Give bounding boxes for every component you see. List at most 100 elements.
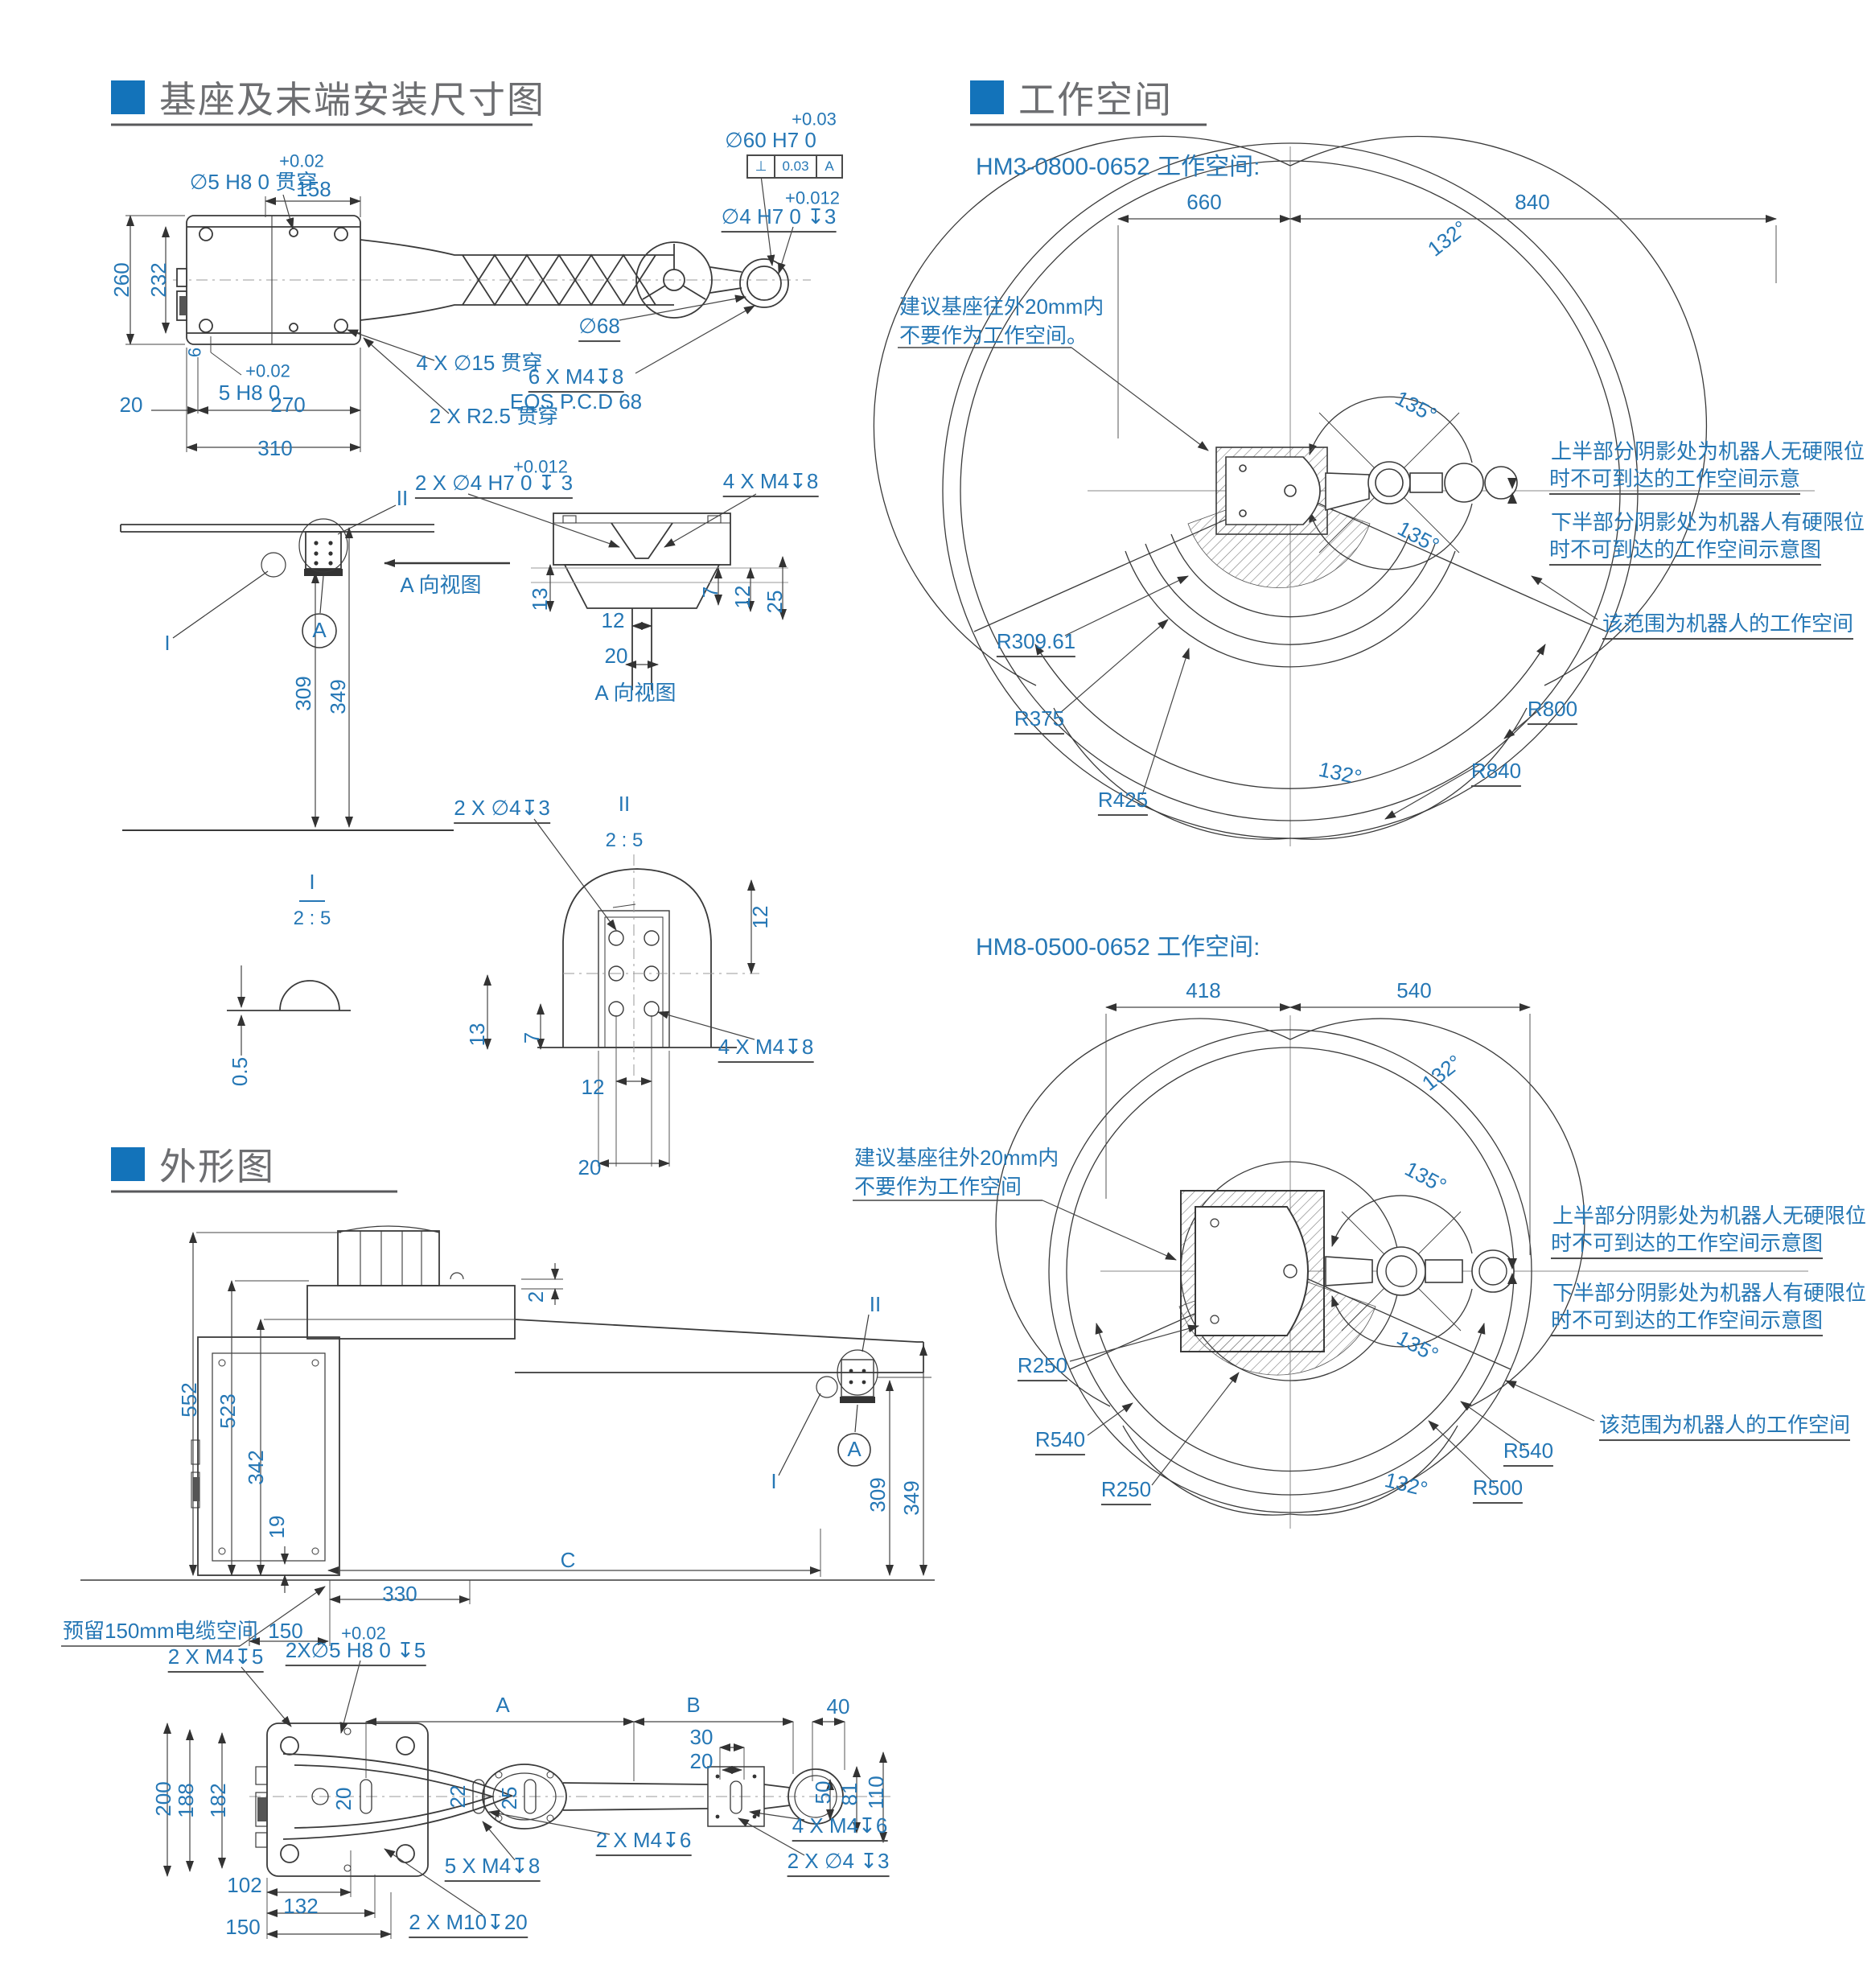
dim-label: 2	[524, 1290, 549, 1303]
dim-label: 2 X M4↧6	[595, 1828, 692, 1856]
dim-label: 4 X M4↧8	[718, 1035, 814, 1063]
dim-label: I	[164, 631, 171, 656]
dim-label: 上半部分阴影处为机器人无硬限位	[1551, 439, 1865, 464]
dim-label: 5 X M4↧8	[444, 1854, 541, 1882]
dim-label: 25	[763, 590, 788, 614]
dim-label: B	[686, 1693, 701, 1718]
dim-label: 不要作为工作空间	[854, 1175, 1022, 1200]
dim-label: A 向视图	[594, 681, 676, 706]
dim-label: 2 X M10↧20	[409, 1910, 528, 1938]
dim-label: 20	[689, 1749, 713, 1774]
dim-label: 20	[578, 1155, 602, 1180]
dim-label: 12	[601, 608, 625, 633]
dim-label: 158	[296, 177, 331, 202]
dim-label: 840	[1515, 190, 1550, 215]
dim-label: 552	[177, 1382, 202, 1418]
dim-label: 20	[604, 644, 628, 669]
side-view-drawing	[120, 504, 788, 831]
dim-label: R540	[1503, 1439, 1554, 1467]
dim-label: 13	[528, 587, 553, 611]
dim-label: 30	[689, 1725, 713, 1750]
dim-label: ∅4 H7 0 ↧3	[721, 204, 837, 233]
dim-label: 110	[864, 1776, 889, 1809]
dim-label: 2 : 5	[605, 829, 644, 852]
dim-label: 该范围为机器人的工作空间	[1599, 1413, 1851, 1441]
dim-label: 660	[1186, 190, 1222, 215]
dim-label: 2 X R2.5 贯穿	[429, 404, 559, 429]
gdt-tolerance: 0.03	[775, 156, 817, 177]
dim-label: 6	[184, 347, 205, 358]
dim-label: 预留150mm电缆空间	[63, 1619, 258, 1644]
dim-label: A 向视图	[400, 573, 482, 598]
dim-label: 13	[465, 1023, 490, 1047]
dim-label: +0.012	[513, 456, 568, 477]
dim-label: 2 X ∅4 H7 0 ↧ 3	[414, 471, 574, 499]
dim-label: 建议基座往外20mm内	[899, 294, 1104, 319]
dim-label: II	[869, 1292, 882, 1317]
dim-label: 310	[257, 436, 293, 461]
gdt-frame: ⊥ 0.03 A	[746, 154, 843, 179]
dim-label: 25	[497, 1786, 522, 1810]
dim-label: +0.03	[792, 109, 837, 130]
dim-label: R800	[1527, 697, 1578, 725]
dim-label: 上半部分阴影处为机器人无硬限位	[1552, 1204, 1867, 1229]
dim-label: R840	[1470, 759, 1522, 787]
dim-label: 4 X M4↧8	[722, 469, 819, 497]
dim-label: 6 X M4↧8	[528, 364, 624, 393]
section-title: 基座及末端安装尺寸图	[159, 79, 545, 121]
gdt-datum: A	[825, 158, 834, 174]
dim-label: 0.5	[228, 1056, 253, 1087]
dim-label: 182	[206, 1783, 231, 1818]
dim-label: EQS P.C.D 68	[509, 389, 643, 414]
dim-label: A	[847, 1437, 862, 1462]
dim-label: 200	[151, 1781, 176, 1817]
dim-label: 150	[268, 1619, 303, 1644]
dim-label: 不要作为工作空间。	[899, 323, 1088, 348]
dim-label: 540	[1396, 978, 1432, 1003]
side-view-dimensions	[227, 493, 787, 1167]
dim-label: 349	[899, 1480, 924, 1516]
dim-label: A	[496, 1693, 510, 1718]
outline-view-dimensions	[61, 1232, 931, 1647]
dim-label: 349	[326, 679, 351, 714]
dim-label: I	[309, 870, 315, 895]
dim-label: 12	[730, 585, 755, 609]
gdt-perpendicularity-symbol: ⊥	[748, 156, 775, 177]
dim-label: 建议基座往外20mm内	[854, 1146, 1059, 1171]
dim-label: ∅60 H7 0	[725, 128, 816, 153]
dim-label: R309.61	[996, 629, 1076, 657]
dim-label: 7	[520, 1031, 545, 1044]
ws1-subtitle: HM3-0800-0652 工作空间:	[976, 154, 1260, 180]
dim-label: 时不可到达的工作空间示意图	[1551, 1231, 1824, 1259]
dim-label: 4 X ∅15 贯穿	[416, 351, 543, 376]
section-marker-square	[970, 80, 1004, 114]
dim-label: 5 H8 0	[218, 381, 281, 405]
dim-label: 时不可到达的工作空间示意图	[1551, 1308, 1824, 1336]
dim-label: R250	[1017, 1353, 1068, 1381]
dim-label: 22	[446, 1784, 471, 1809]
dim-label: 19	[265, 1515, 290, 1539]
dim-label: 50	[811, 1780, 836, 1805]
dim-label: 2X∅5 H8 0 ↧5	[285, 1638, 426, 1666]
dim-label: +0.012	[785, 187, 840, 208]
dim-label: R425	[1097, 788, 1149, 816]
section-title: 工作空间	[1018, 79, 1173, 121]
dim-label: II	[618, 792, 631, 817]
dim-label: 150	[225, 1915, 261, 1940]
dim-label: A	[312, 618, 327, 643]
dim-label: ∅68	[578, 314, 620, 342]
dim-label: ∅5 H8 0 贯穿	[189, 170, 318, 195]
dim-label: 81	[837, 1782, 862, 1806]
top-view-drawing	[173, 215, 811, 345]
dim-label: 260	[109, 262, 134, 298]
ws2-subtitle: HM8-0500-0652 工作空间:	[976, 934, 1260, 961]
dim-label: 下半部分阴影处为机器人有硬限位	[1552, 1281, 1867, 1306]
dim-label: 309	[291, 676, 316, 711]
dim-label: 342	[244, 1450, 269, 1485]
dim-label: 2 : 5	[293, 908, 331, 930]
dim-label: +0.02	[245, 360, 290, 381]
dim-label: 4 X M4↧6	[792, 1813, 888, 1842]
dim-label: 12	[581, 1075, 605, 1100]
dim-label: +0.02	[341, 1623, 386, 1644]
section-marker-square	[111, 80, 145, 114]
